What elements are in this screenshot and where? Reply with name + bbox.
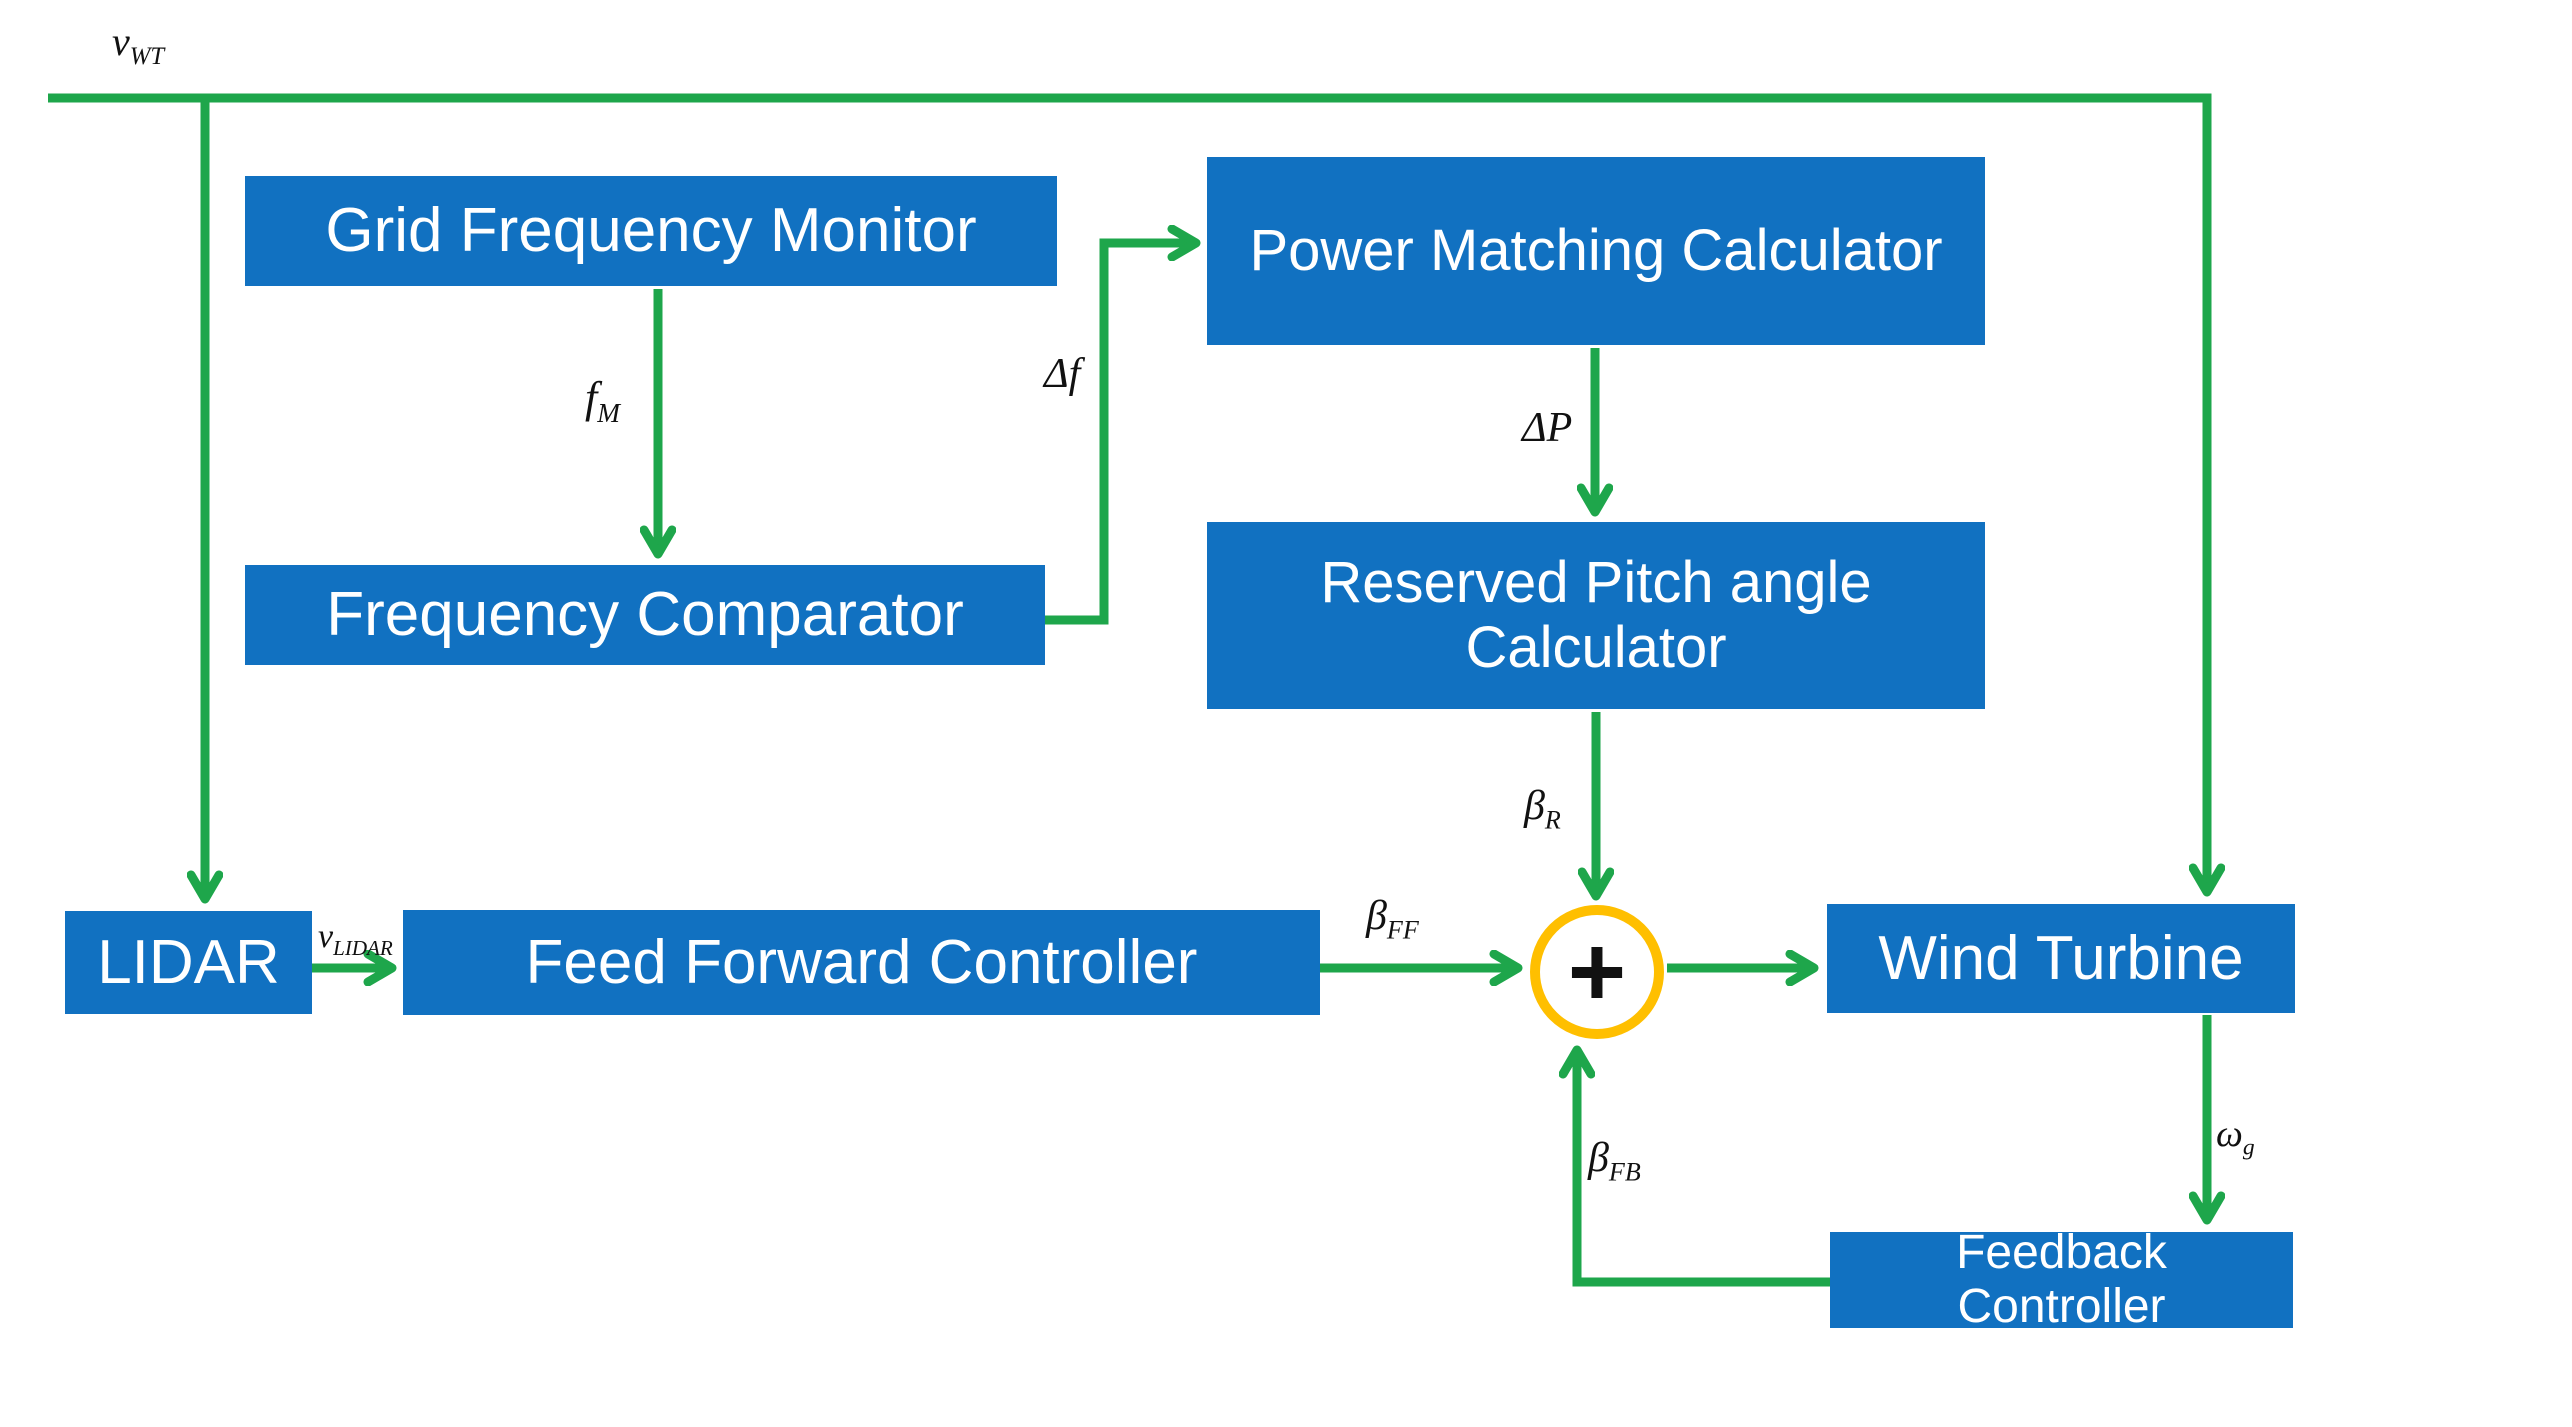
block-feed-forward-controller: Feed Forward Controller bbox=[403, 910, 1320, 1015]
block-grid-frequency-monitor: Grid Frequency Monitor bbox=[245, 176, 1057, 286]
block-wind-turbine: Wind Turbine bbox=[1827, 904, 2295, 1013]
summing-junction-plus: + bbox=[1567, 915, 1627, 1028]
signal-label-wg: ωg bbox=[2216, 1112, 2255, 1159]
signal-label-df: Δf bbox=[1044, 350, 1080, 398]
signal-br-main: β bbox=[1524, 783, 1545, 829]
signal-bff-sub: FF bbox=[1386, 915, 1419, 945]
signal-wg-main: ω bbox=[2216, 1113, 2243, 1155]
signal-wg-sub: g bbox=[2242, 1134, 2255, 1161]
wire-bfb bbox=[1577, 1052, 1830, 1287]
signal-bfb-main: β bbox=[1588, 1135, 1609, 1181]
signal-label-vlidar: vLIDAR bbox=[318, 918, 393, 958]
signal-vlidar-main: v bbox=[318, 918, 334, 955]
block-reserved-pitch-angle-calculator: Reserved Pitch angle Calculator bbox=[1207, 522, 1985, 709]
wire-vwt-top-right bbox=[48, 93, 2207, 890]
signal-label-vwt: vWT bbox=[112, 18, 164, 69]
summing-junction-circle bbox=[1530, 905, 1664, 1039]
signal-df-main: Δf bbox=[1044, 351, 1081, 397]
signal-fm-sub: M bbox=[597, 397, 620, 428]
signal-br-sub: R bbox=[1544, 805, 1561, 835]
signal-vwt-main: v bbox=[112, 19, 130, 64]
block-feedback-controller: Feedback Controller bbox=[1830, 1226, 2293, 1333]
signal-label-bfb: βFB bbox=[1588, 1134, 1641, 1185]
signal-vlidar-sub: LIDAR bbox=[333, 935, 393, 960]
signal-vwt-sub: WT bbox=[129, 43, 165, 70]
signal-dp-main: ΔP bbox=[1522, 405, 1573, 451]
signal-fm-main: f bbox=[585, 373, 598, 422]
signal-bfb-sub: FB bbox=[1608, 1157, 1641, 1187]
signal-label-dp: ΔP bbox=[1522, 404, 1572, 452]
block-power-matching-calculator: Power Matching Calculator bbox=[1207, 157, 1985, 345]
signal-label-bff: βFF bbox=[1366, 892, 1419, 943]
block-frequency-comparator: Frequency Comparator bbox=[245, 565, 1045, 665]
signal-label-fm: fM bbox=[585, 372, 620, 426]
block-lidar: LIDAR bbox=[65, 911, 312, 1014]
signal-bff-main: β bbox=[1366, 893, 1387, 939]
wire-df bbox=[1045, 243, 1194, 625]
signal-label-br: βR bbox=[1524, 782, 1561, 833]
